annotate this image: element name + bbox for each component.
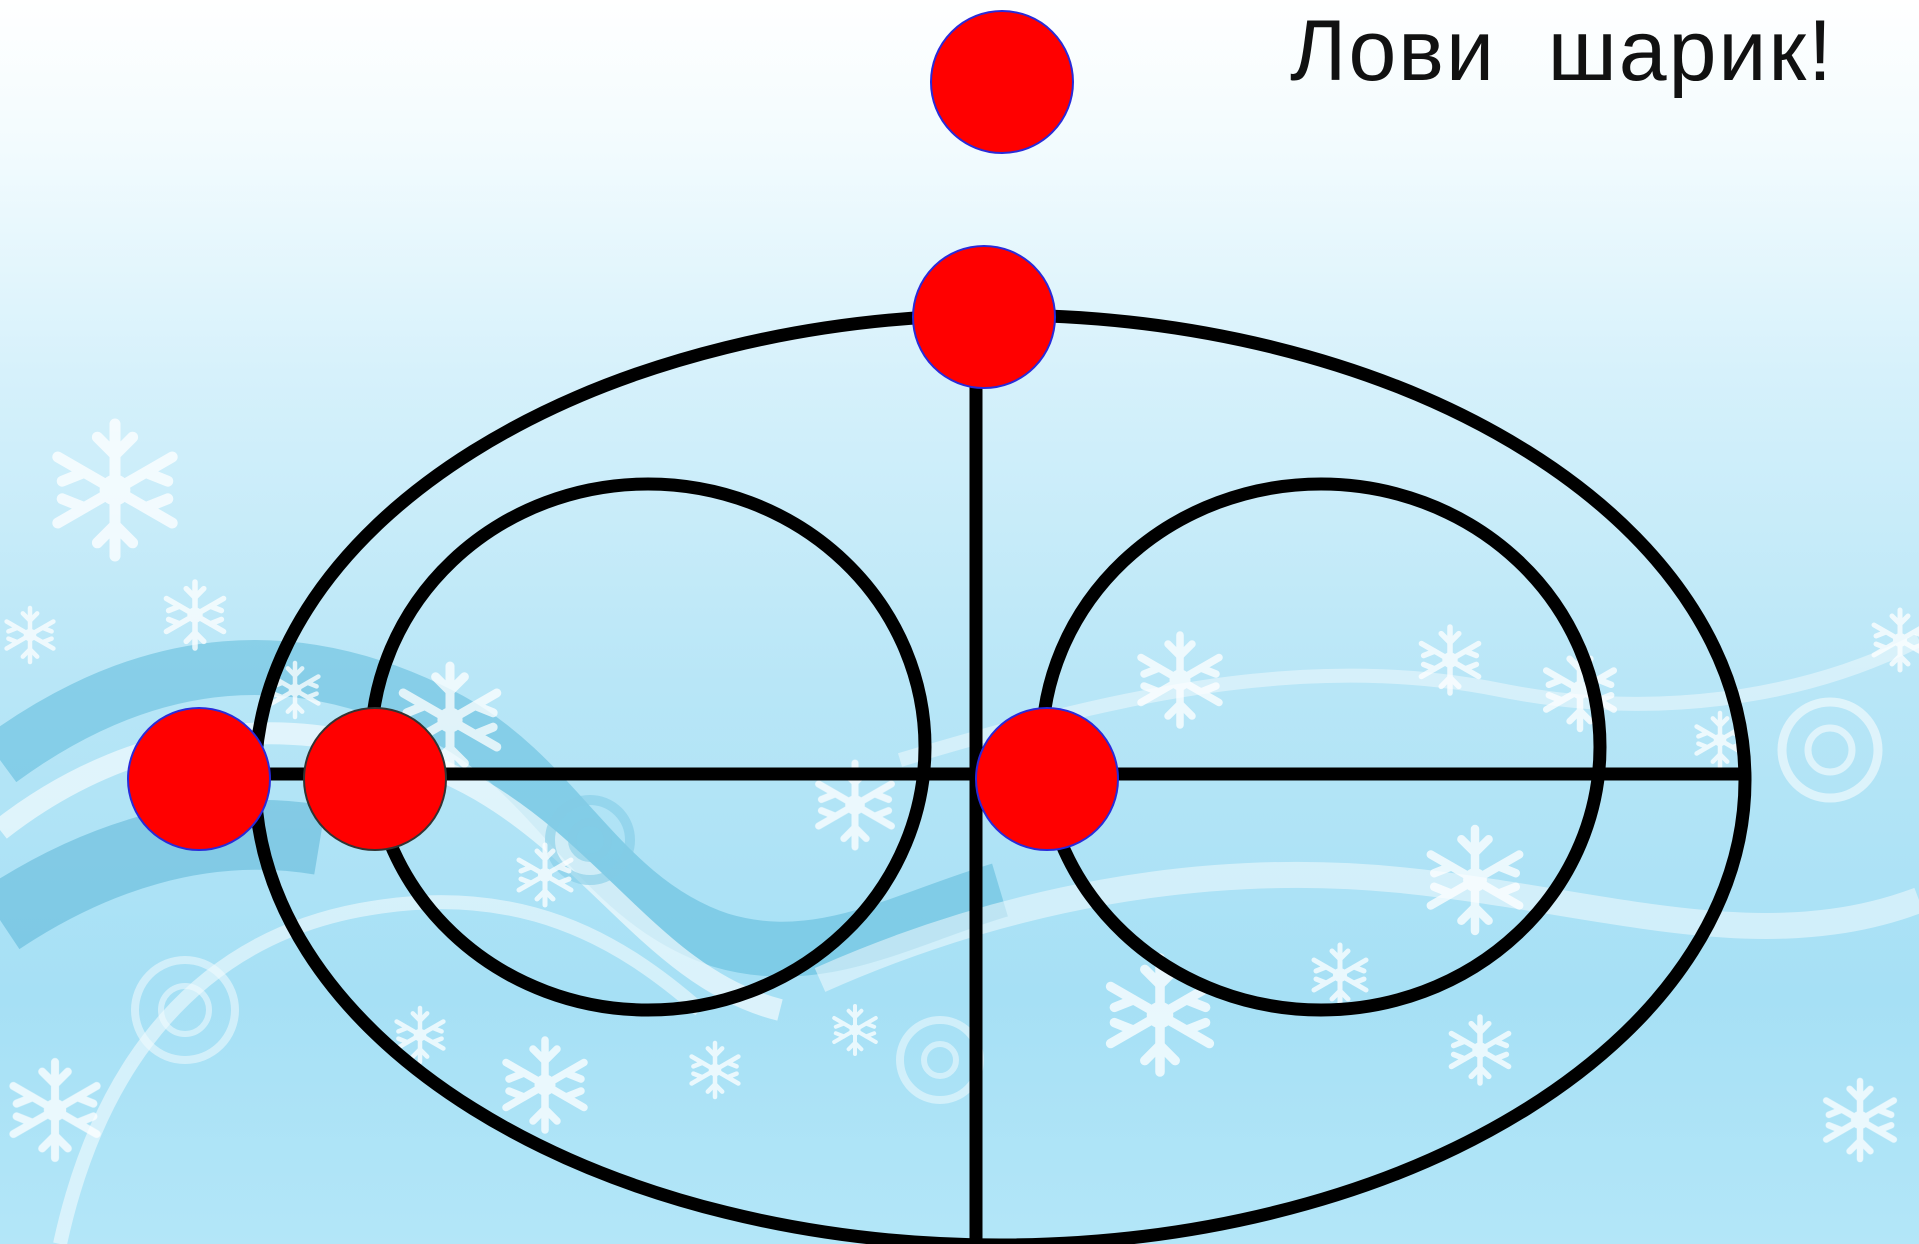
snowflake-icon — [1451, 1017, 1508, 1083]
snowflake-icon — [58, 424, 172, 556]
red-ball-icon[interactable] — [913, 246, 1055, 388]
snowflake-icon — [1314, 945, 1366, 1005]
snowflake-icon — [834, 1006, 876, 1054]
right-inner-ellipse — [1042, 484, 1600, 1010]
red-ball-icon[interactable] — [931, 11, 1073, 153]
snowflake-icon — [692, 1043, 739, 1097]
red-ball-icon[interactable] — [976, 708, 1118, 850]
red-ball-icon[interactable] — [304, 708, 446, 850]
red-ball-icon[interactable] — [128, 708, 270, 850]
snowflake-icon — [166, 582, 223, 648]
background-waves — [0, 640, 1919, 1244]
snowflake-icon — [7, 608, 54, 662]
snowflake-icon — [506, 1040, 584, 1130]
snowflake-icon — [1826, 1081, 1894, 1159]
page-title: Лови шарик! — [1290, 0, 1834, 103]
